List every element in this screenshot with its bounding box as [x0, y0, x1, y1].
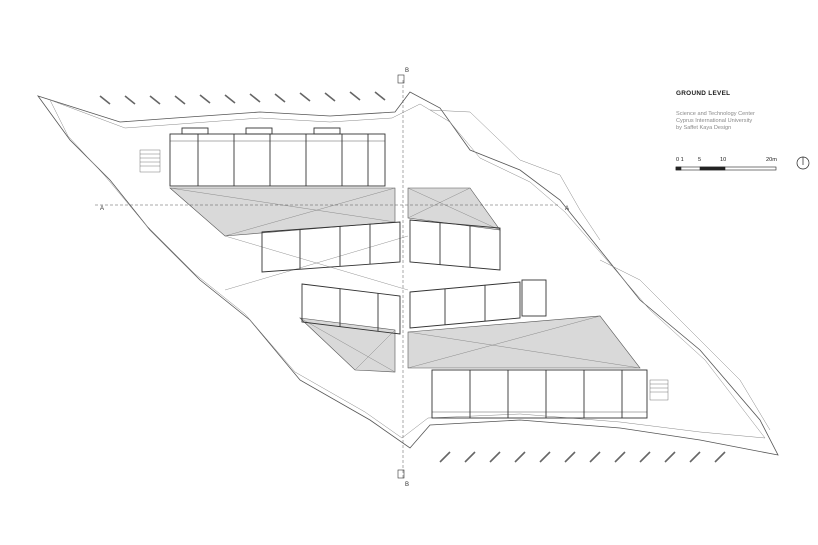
- section-marker-b-bottom: B: [405, 482, 409, 488]
- wing-mid-right-2: [409, 279, 547, 329]
- wing-bottom: [431, 369, 648, 419]
- site-outline: [36, 91, 779, 456]
- courtyards: [169, 187, 641, 373]
- section-marker-b-top: B: [405, 68, 409, 74]
- subtitle-line-2: Cyprus International University: [676, 118, 753, 124]
- section-marker-a-right: A: [565, 206, 569, 212]
- subtitle-line-1: Science and Technology Center: [676, 111, 755, 117]
- scale-label-5: 5: [698, 157, 702, 163]
- drawing-title: GROUND LEVEL: [676, 90, 731, 97]
- section-marker-a-left: A: [100, 206, 104, 212]
- scale-label-20: 20m: [766, 157, 777, 163]
- section-markers: [397, 74, 405, 479]
- parking-bottom: [439, 451, 726, 463]
- wing-top: [169, 127, 386, 187]
- stairs: [139, 149, 669, 401]
- title-block: GROUND LEVEL Science and Technology Cent…: [676, 90, 806, 132]
- scale-bar: [675, 166, 777, 171]
- wing-mid-left-2: [301, 283, 401, 335]
- scale-label-0: 0 1: [676, 157, 684, 163]
- parking-top: [99, 91, 386, 105]
- subtitle-line-3: by Saffet Kaya Design: [676, 125, 732, 131]
- drawing-subtitle: Science and Technology Center Cyprus Int…: [676, 111, 806, 132]
- scale-label-10: 10: [720, 157, 727, 163]
- wing-mid-right-1: [409, 219, 501, 271]
- wing-mid-left-1: [261, 221, 401, 273]
- north-arrow-icon: [796, 156, 810, 170]
- central-axis: [95, 80, 560, 480]
- scale-labels: 0 1 5 10 20m: [676, 157, 816, 177]
